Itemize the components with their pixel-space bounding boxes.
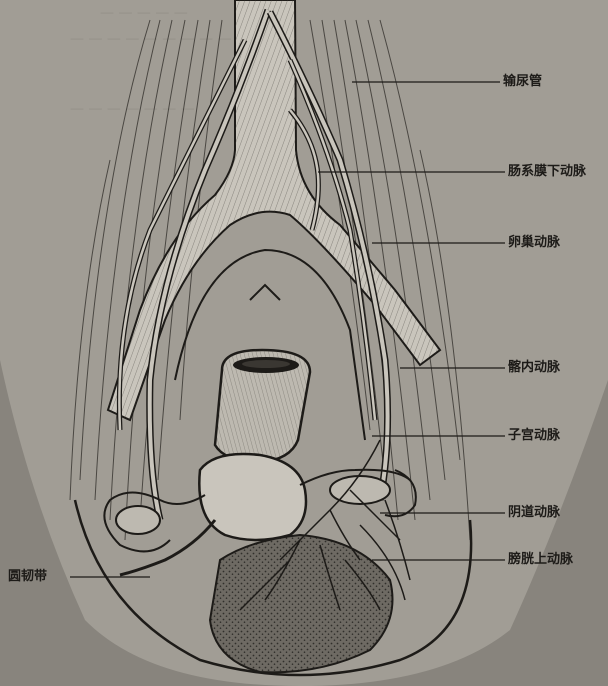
label-round-ligament: 圆韧带 [8, 569, 47, 585]
bladder-vascular-network [210, 535, 393, 672]
label-ovarian-artery: 卵巢动脉 [508, 235, 560, 251]
uterus [199, 454, 306, 540]
rectum-stump [215, 350, 310, 462]
label-ureter: 输尿管 [503, 74, 542, 90]
label-vaginal-artery: 阴道动脉 [508, 505, 560, 521]
label-inferior-mesenteric-artery: 肠系膜下动脉 [508, 164, 586, 180]
label-uterine-artery: 子宫动脉 [508, 428, 560, 444]
label-internal-iliac-artery: 髂内动脉 [508, 360, 560, 376]
label-superior-vesical-artery: 膀胱上动脉 [508, 552, 573, 568]
